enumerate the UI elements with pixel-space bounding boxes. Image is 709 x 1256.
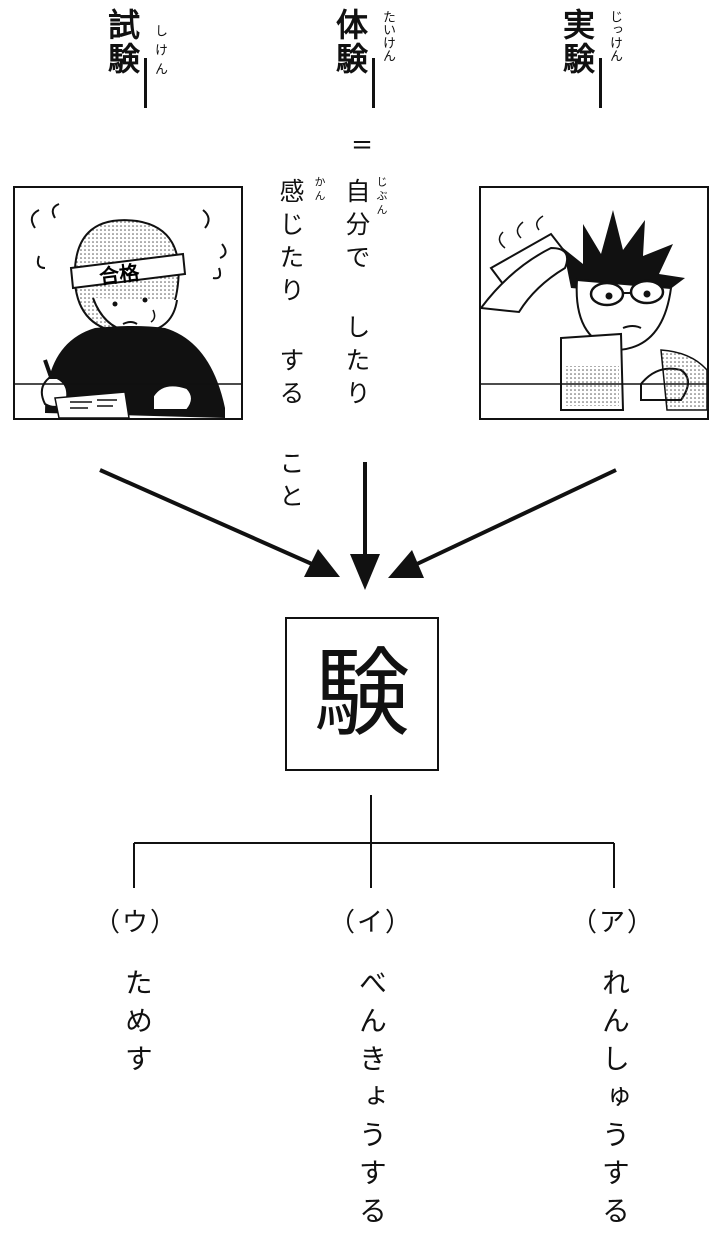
- term-divider: [599, 58, 602, 108]
- test-illustration: 合格: [13, 186, 243, 420]
- branch-label-a: （ア）: [570, 908, 655, 938]
- term-ruby: しけん: [152, 24, 167, 81]
- branch-reading-u: ためす: [121, 968, 154, 1082]
- arrow-right: [399, 468, 617, 574]
- headband-text: 合格: [98, 260, 142, 289]
- term-taiken: 体験 たいけん: [328, 8, 438, 108]
- term-ruby: じっけん: [607, 10, 622, 62]
- branch-label-u: （ウ）: [93, 908, 178, 938]
- term-kanji: 実験: [558, 8, 596, 76]
- definition-line-2-ruby: かん: [313, 176, 326, 204]
- definition-line-1: 自分で したり: [342, 178, 371, 413]
- term-jikken: 実験 じっけん: [555, 8, 665, 108]
- arrow-right-head: [388, 550, 424, 578]
- center-kanji: 験: [314, 638, 410, 750]
- experimenting-student-drawing: [481, 210, 707, 411]
- equals-sign: =: [347, 130, 377, 160]
- center-kanji-box: 験: [285, 617, 439, 771]
- arrow-left: [99, 468, 331, 574]
- term-kanji: 体験: [331, 8, 369, 76]
- arrow-left-head: [304, 549, 340, 577]
- experiment-illustration: [479, 186, 709, 420]
- term-shiken: 試験 しけん: [100, 8, 210, 108]
- branch-label-i: （イ）: [328, 908, 413, 938]
- term-divider: [144, 58, 147, 108]
- branch-reading-a: れんしゅうする: [598, 968, 631, 1234]
- definition-line-1-ruby: じぶん: [375, 176, 388, 218]
- term-divider: [372, 58, 375, 108]
- arrow-middle-head: [350, 554, 380, 590]
- definition-line-2: 感じたり する こと: [276, 178, 305, 516]
- studying-student-drawing: 合格: [15, 203, 241, 418]
- term-ruby: たいけん: [380, 10, 395, 62]
- branch-reading-i: べんきょうする: [355, 968, 388, 1234]
- term-kanji: 試験: [103, 8, 141, 76]
